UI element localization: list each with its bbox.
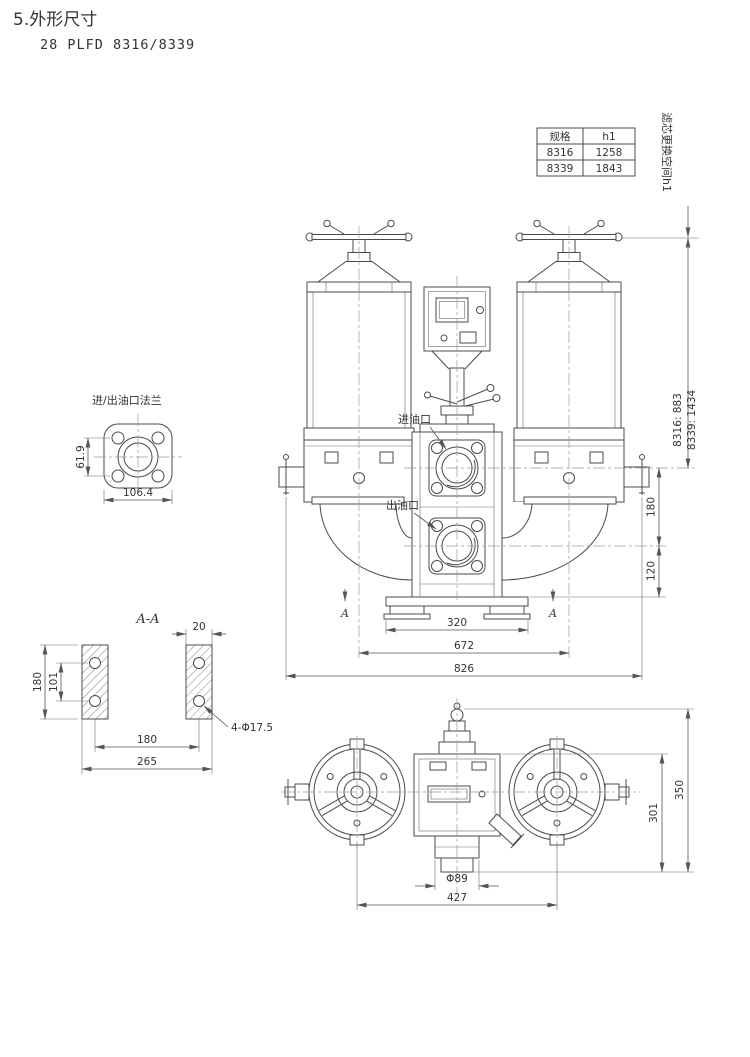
dim-section-265: 265 bbox=[137, 756, 157, 768]
table-cell-8339: 8339 bbox=[547, 163, 574, 175]
model-subtitle: 28 PLFD 8316/8339 bbox=[40, 37, 195, 53]
front-bottom-dimensions: 320 672 826 bbox=[285, 497, 643, 680]
dim-phi89: Φ89 bbox=[446, 873, 468, 885]
flange-detail-title: 进/出油口法兰 bbox=[92, 393, 162, 407]
dim-section-180h: 180 bbox=[137, 734, 157, 746]
clearance-dimension: 滤芯更换空间h1 bbox=[660, 112, 691, 238]
dim-350: 350 bbox=[674, 780, 686, 800]
dim-phi89-group: Φ89 bbox=[415, 860, 499, 890]
dim-320: 320 bbox=[447, 617, 467, 629]
mounting-base bbox=[383, 596, 531, 620]
inlet-label: 进油口 bbox=[398, 412, 431, 426]
left-elbow-pipe bbox=[311, 496, 413, 581]
section-view: A-A 20 180 101 4-Φ17.5 180 bbox=[32, 612, 273, 774]
table-header-h1: h1 bbox=[602, 131, 615, 143]
section-cut-marks: A A bbox=[340, 589, 557, 620]
section-title: A-A bbox=[135, 612, 159, 627]
right-eyebolt bbox=[623, 454, 650, 495]
right-elbow-pipe bbox=[501, 496, 617, 581]
dim-flange-61-9: 61.9 bbox=[75, 445, 87, 468]
dim-427-group: 427 bbox=[356, 844, 558, 910]
dim-427: 427 bbox=[447, 892, 467, 904]
page-title: 5.外形尺寸 bbox=[13, 10, 97, 30]
dim-height-8339: 8339: 1434 bbox=[686, 390, 698, 451]
clearance-label: 滤芯更换空间h1 bbox=[660, 112, 674, 192]
hole-callout: 4-Φ17.5 bbox=[231, 722, 273, 734]
section-mark-left: A bbox=[340, 607, 349, 620]
dim-826: 826 bbox=[454, 663, 474, 675]
table-cell-1843: 1843 bbox=[596, 163, 623, 175]
section-mark-right: A bbox=[548, 607, 557, 620]
table-cell-8316: 8316 bbox=[547, 147, 574, 159]
table-header-spec: 规格 bbox=[550, 130, 571, 143]
top-view: Φ89 427 301 350 bbox=[282, 698, 694, 910]
dim-120-vertical: 120 bbox=[646, 561, 658, 581]
dim-301: 301 bbox=[648, 803, 660, 823]
left-eyebolt bbox=[278, 454, 305, 495]
dim-height-8316: 8316: 883 bbox=[672, 393, 684, 447]
flange-detail: 进/出油口法兰 61.9 106.4 bbox=[75, 393, 182, 504]
spec-table: 规格 h1 8316 1258 8339 1843 bbox=[536, 127, 636, 177]
dim-flange-106-4: 106.4 bbox=[123, 487, 153, 499]
outlet-label: 出油口 bbox=[386, 498, 419, 512]
table-cell-1258: 1258 bbox=[596, 147, 623, 159]
top-right-dimensions: 301 350 bbox=[464, 708, 694, 873]
changeover-handle bbox=[419, 350, 501, 433]
dim-section-20: 20 bbox=[192, 621, 205, 633]
front-view: 进油口 出油口 A A 320 672 826 bbox=[278, 219, 699, 680]
front-right-dimensions: 180 120 8316: 883 8339: 1434 bbox=[530, 237, 699, 598]
top-valve-block bbox=[413, 753, 525, 849]
dim-180-vertical: 180 bbox=[646, 497, 658, 517]
dim-672: 672 bbox=[454, 640, 474, 652]
dim-section-180v: 180 bbox=[32, 672, 44, 692]
dim-section-101: 101 bbox=[48, 672, 60, 692]
